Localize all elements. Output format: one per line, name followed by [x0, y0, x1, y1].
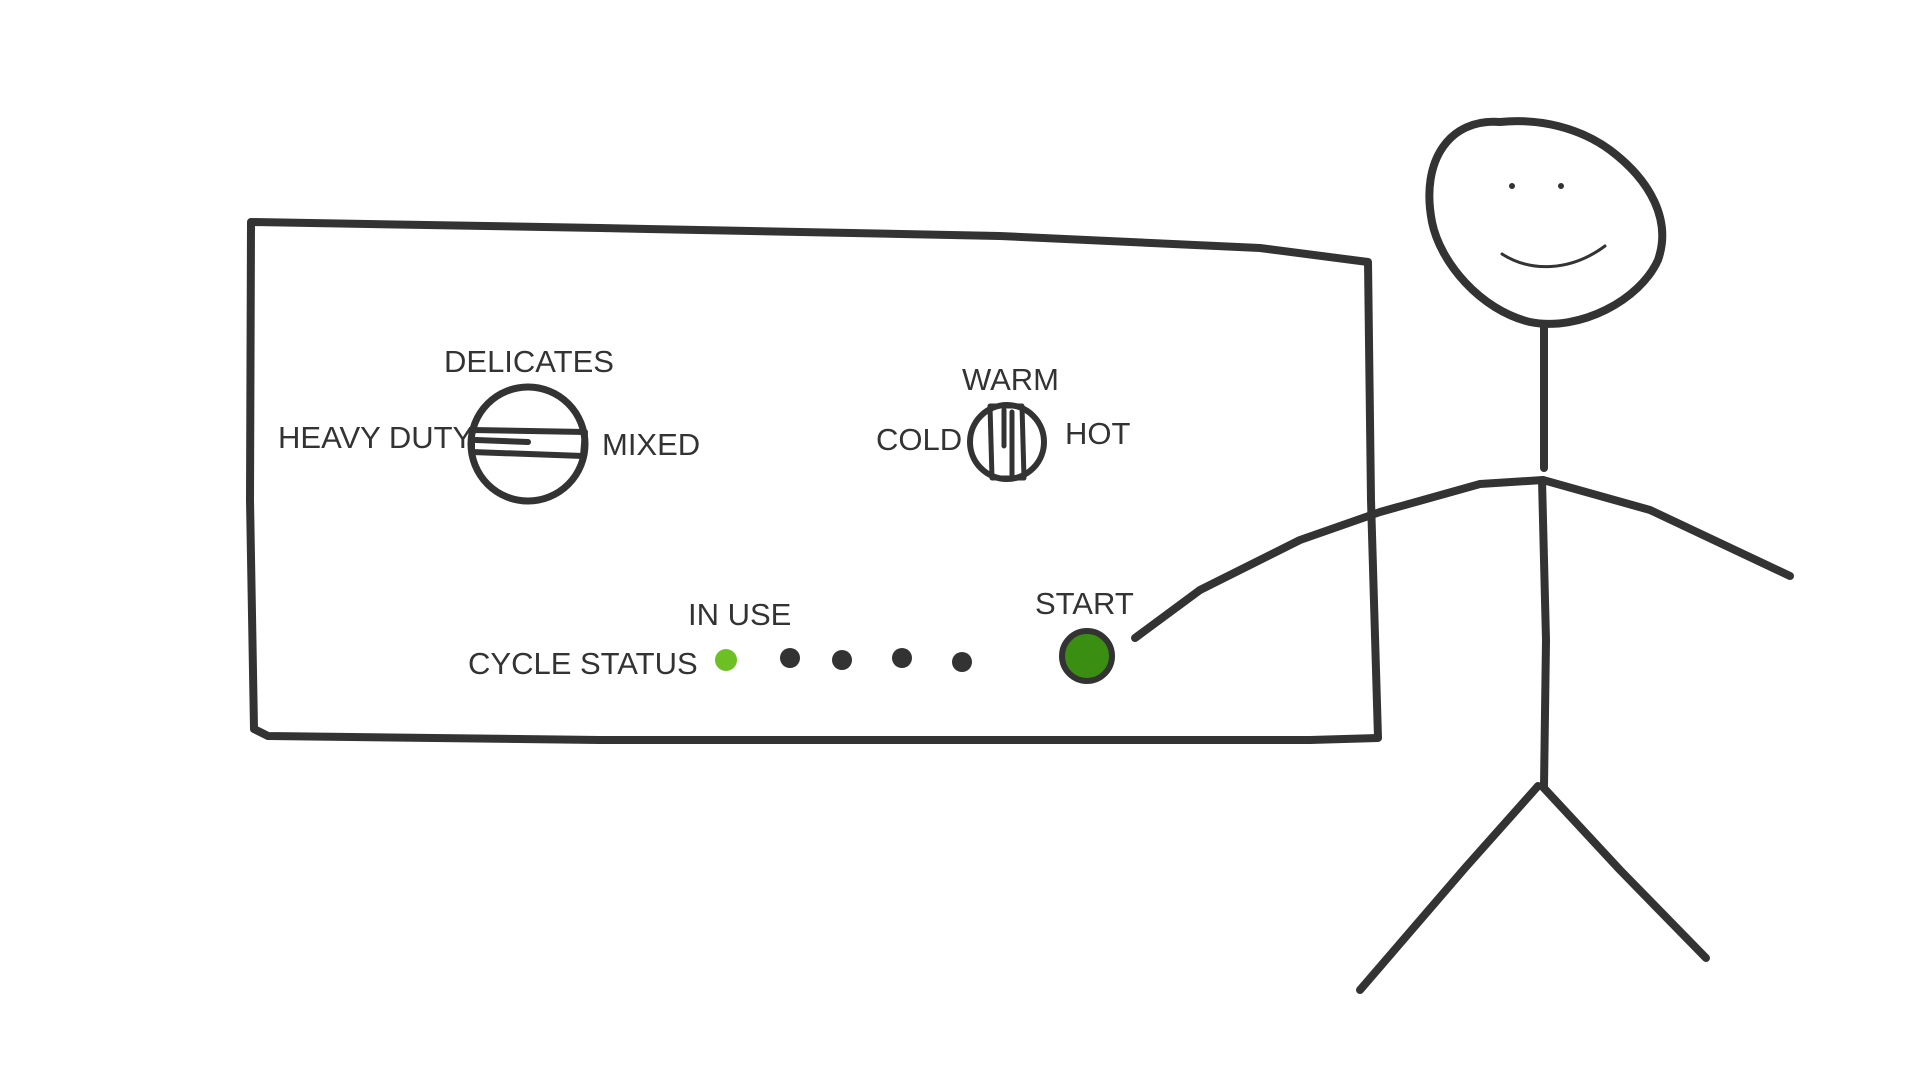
cycle-status-active-label: IN USE: [688, 597, 791, 632]
status-dot: [780, 648, 800, 668]
stick-figure-smile: [1500, 244, 1607, 269]
stick-figure-head: [1425, 117, 1667, 328]
start-button-label: START: [1035, 586, 1134, 621]
temperature-dial-indicator: [987, 403, 1027, 481]
temperature-dial-right-label: HOT: [1065, 416, 1131, 451]
cycle-dial[interactable]: [467, 383, 589, 505]
stick-figure-arm-right: [1539, 476, 1794, 580]
stick-figure-icon: [1131, 117, 1794, 994]
cycle-dial-right-label: MIXED: [602, 427, 700, 462]
stick-figure-leg-right: [1538, 782, 1710, 962]
temperature-dial-top-label: WARM: [962, 362, 1059, 397]
temperature-dial-left-label: COLD: [876, 422, 962, 457]
cycle-dial-left-label: HEAVY DUTY: [278, 420, 473, 455]
control-panel-outline: [246, 218, 1382, 744]
status-dot: [832, 650, 852, 670]
start-button[interactable]: [1059, 628, 1115, 684]
cycle-status-label: CYCLE STATUS: [468, 646, 698, 681]
temperature-dial-knob[interactable]: [967, 402, 1047, 482]
stick-figure-body: [1538, 322, 1550, 790]
status-dot: [952, 652, 972, 672]
cycle-dial-indicator: [469, 427, 588, 459]
cycle-dial-top-label: DELICATES: [444, 344, 614, 379]
stick-figure-arm-pointing: [1131, 476, 1547, 642]
cycle-status-indicators: [715, 648, 972, 672]
stick-figure-left-eye: [1509, 183, 1515, 189]
stick-figure-leg-left: [1356, 782, 1542, 994]
temperature-dial[interactable]: [967, 402, 1047, 482]
status-dot: [892, 648, 912, 668]
stick-figure-right-eye: [1558, 183, 1564, 189]
status-dot-active: [715, 649, 737, 671]
